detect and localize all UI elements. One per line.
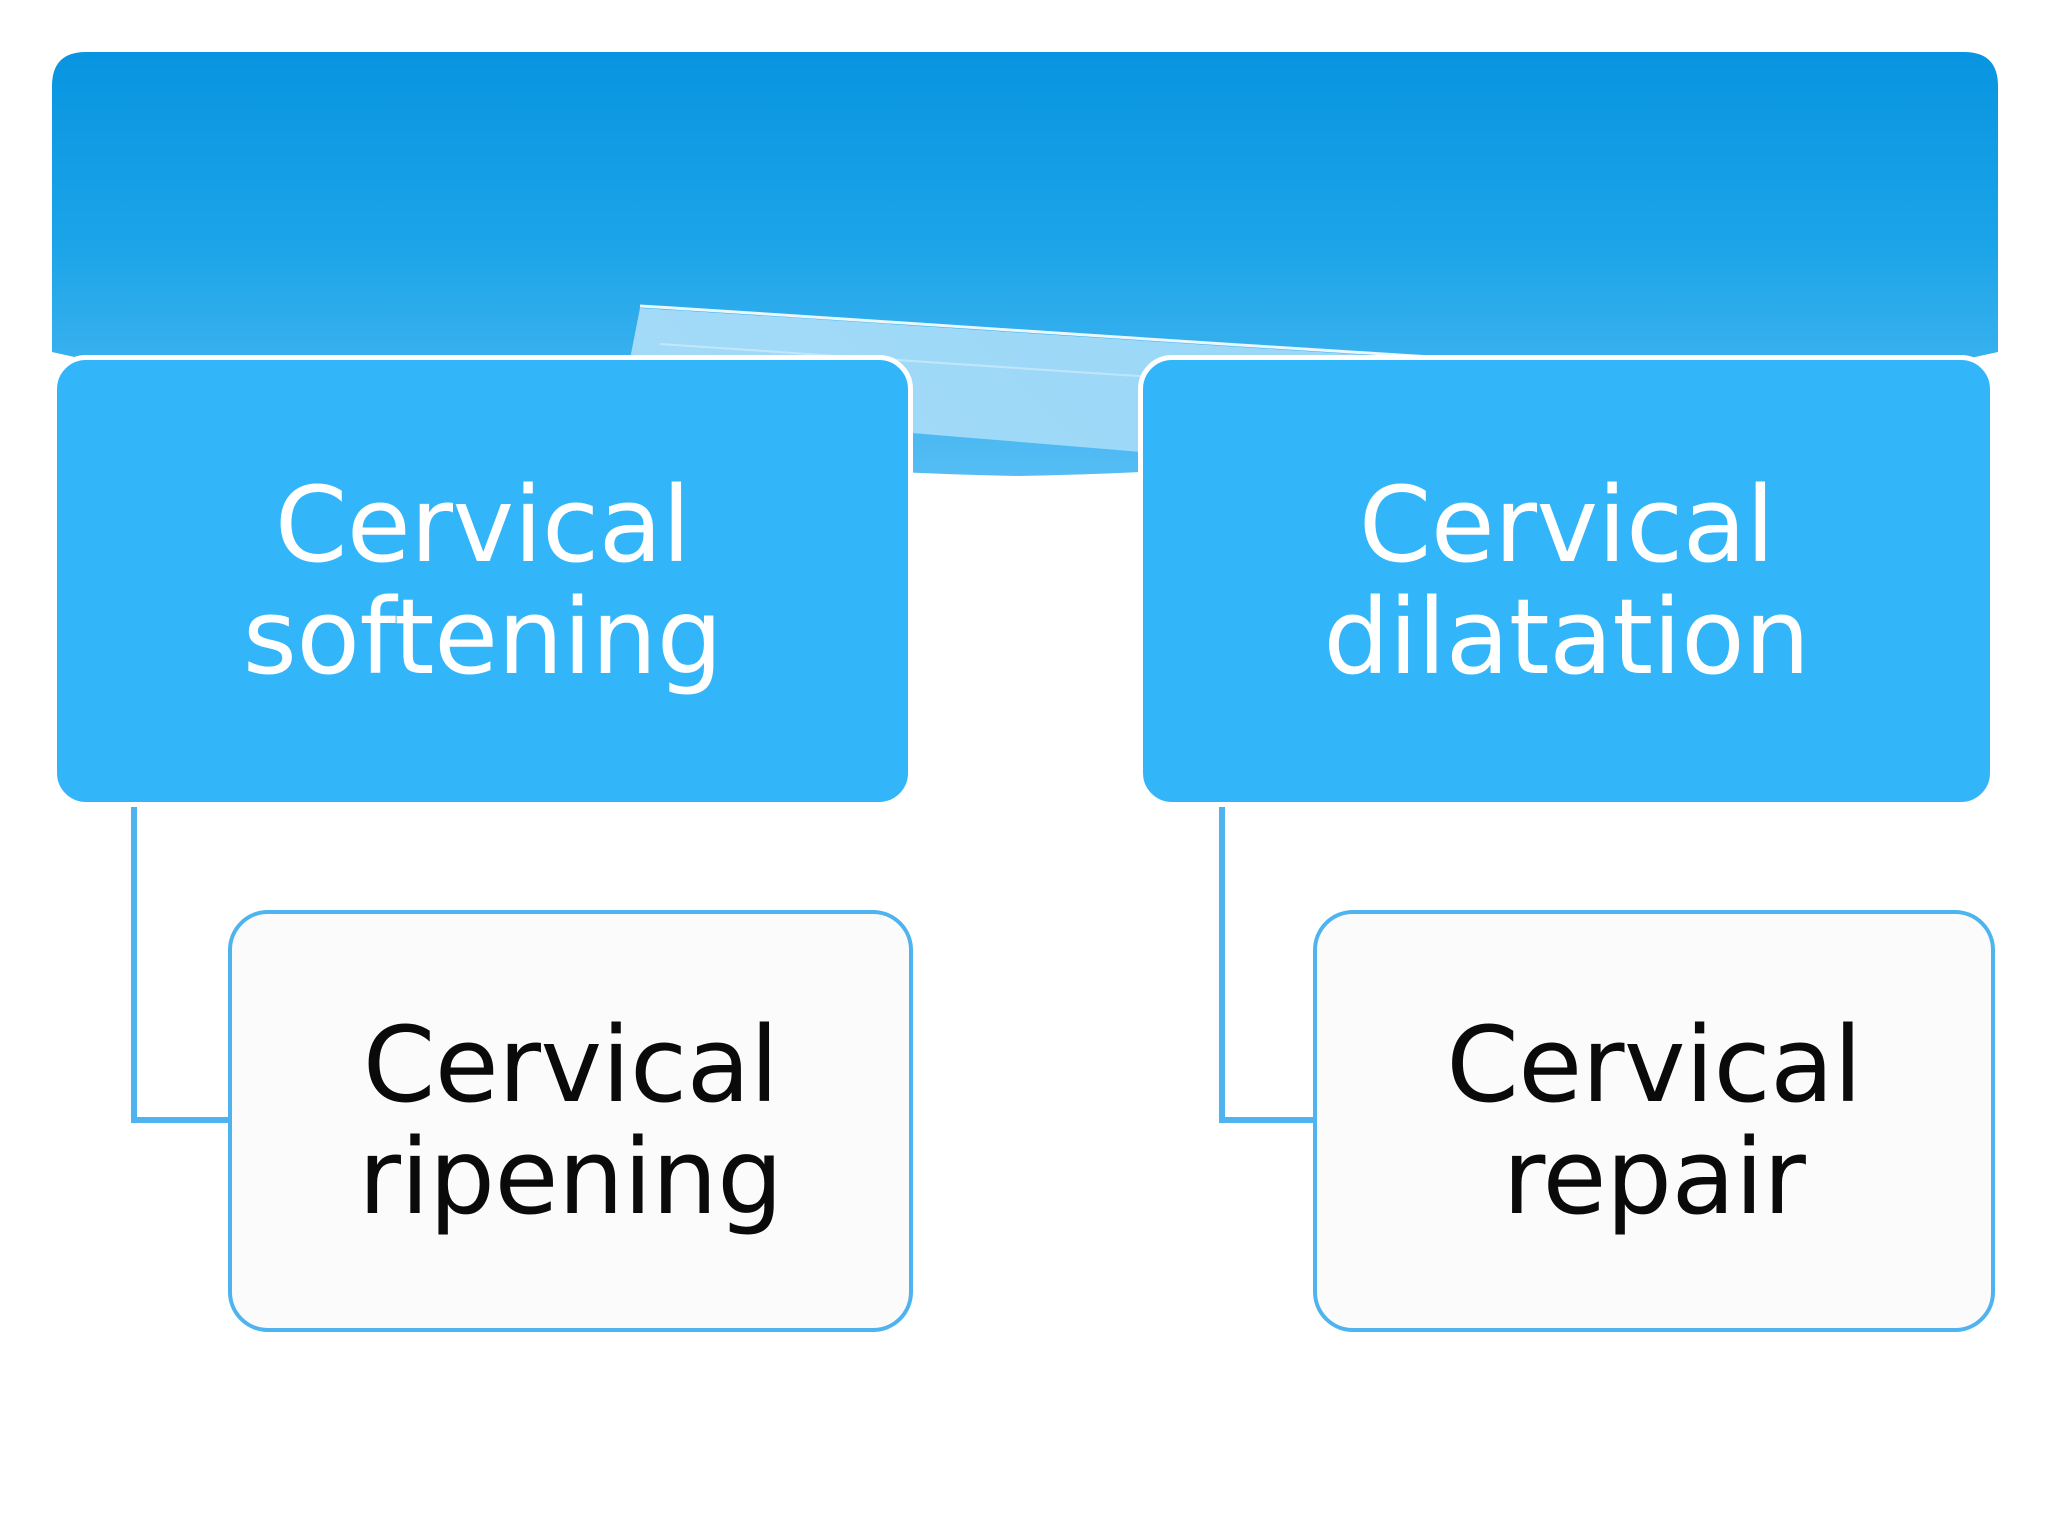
node-cervical-ripening[interactable]: Cervical ripening: [228, 910, 913, 1332]
node-cervical-softening[interactable]: Cervical softening: [52, 355, 913, 807]
node-cervical-ripening-label: Cervical ripening: [358, 1003, 783, 1238]
connector-right: [1219, 807, 1317, 1123]
node-cervical-repair[interactable]: Cervical repair: [1313, 910, 1995, 1332]
node-cervical-dilatation-label: Cervical dilatation: [1323, 463, 1810, 698]
connector-left: [131, 807, 232, 1123]
node-cervical-softening-label: Cervical softening: [242, 463, 723, 698]
node-cervical-dilatation[interactable]: Cervical dilatation: [1138, 355, 1995, 807]
node-cervical-repair-label: Cervical repair: [1446, 1003, 1862, 1238]
